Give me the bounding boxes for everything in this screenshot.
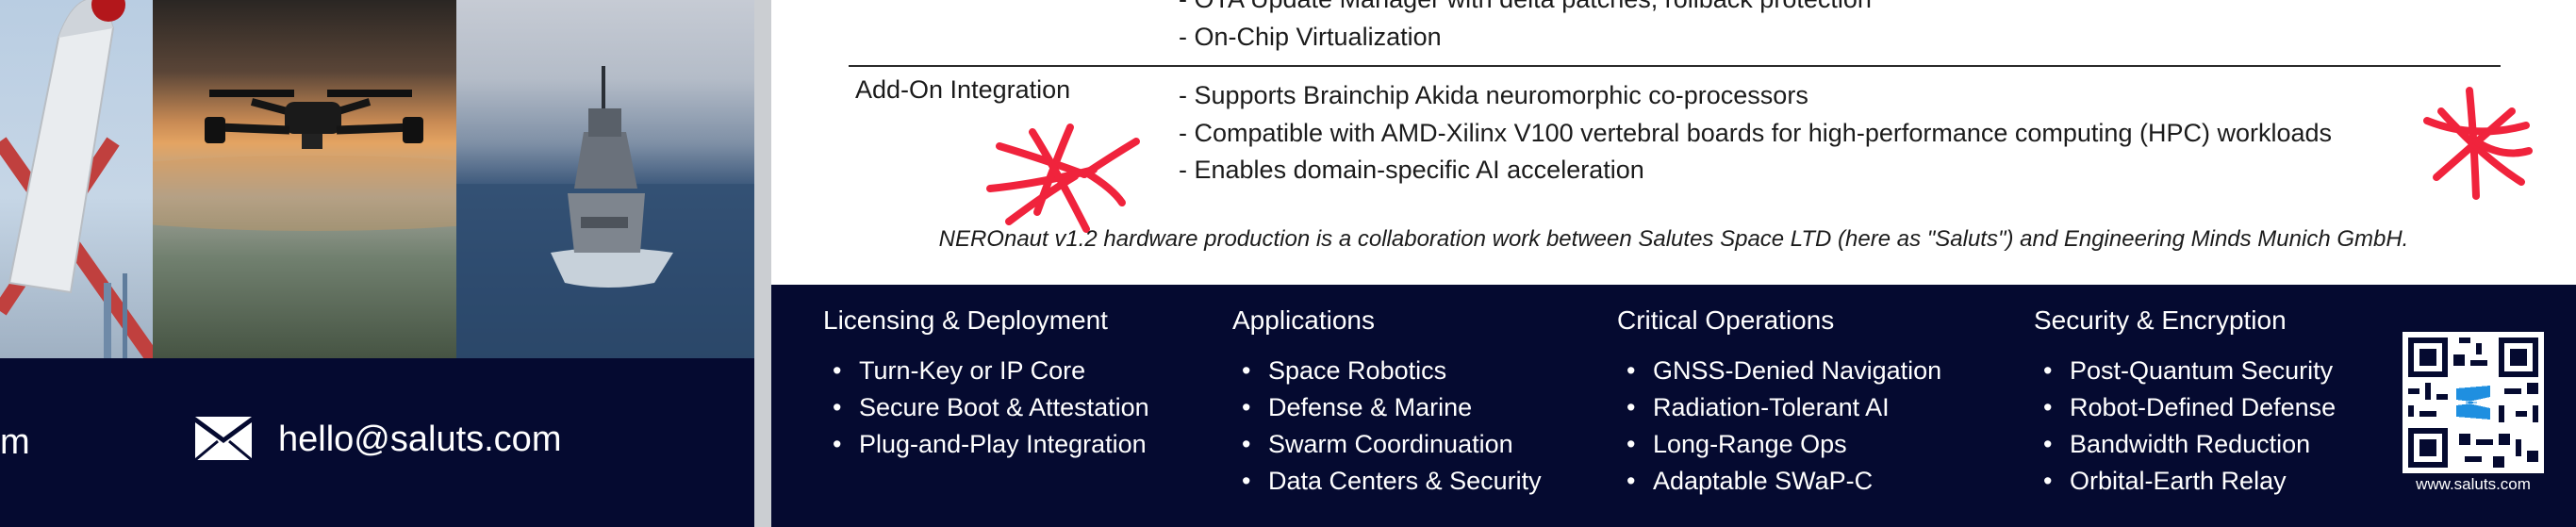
cut-off-contact-text: m bbox=[0, 422, 30, 462]
footer-list: GNSS-Denied Navigation Radiation-Toleran… bbox=[1617, 353, 1941, 500]
qr-caption: www.saluts.com bbox=[2416, 475, 2531, 493]
footer-column-applications: Applications Space Robotics Defense & Ma… bbox=[1232, 305, 1542, 500]
table-divider bbox=[849, 65, 2501, 67]
footer-column-security: Security & Encryption Post-Quantum Secur… bbox=[2034, 305, 2336, 500]
left-footer-band bbox=[0, 358, 754, 527]
red-scribble-mark bbox=[986, 124, 1140, 233]
footer-list-item: Orbital-Earth Relay bbox=[2034, 463, 2336, 500]
footer-list-item: Plug-and-Play Integration bbox=[823, 426, 1149, 463]
page-gutter bbox=[754, 0, 771, 527]
footer-list: Post-Quantum Security Robot-Defined Defe… bbox=[2034, 353, 2336, 500]
missile-photo bbox=[0, 0, 153, 358]
collaboration-note: NEROnaut v1.2 hardware production is a c… bbox=[938, 226, 2409, 252]
footer-list-item: Post-Quantum Security bbox=[2034, 353, 2336, 389]
email-contact[interactable]: hello@saluts.com bbox=[193, 415, 561, 464]
footer-list-item: Bandwidth Reduction bbox=[2034, 426, 2336, 463]
footer-column-licensing: Licensing & Deployment Turn-Key or IP Co… bbox=[823, 305, 1149, 463]
spec-bullet: - Compatible with AMD-Xilinx V100 verteb… bbox=[1179, 119, 2333, 147]
qr-code[interactable] bbox=[2403, 332, 2544, 473]
right-page-panel: - OTA Update Manager with delta patches,… bbox=[771, 0, 2576, 527]
brochure-footer: Licensing & Deployment Turn-Key or IP Co… bbox=[771, 285, 2576, 527]
footer-list-item: Data Centers & Security bbox=[1232, 463, 1542, 500]
footer-list: Space Robotics Defense & Marine Swarm Co… bbox=[1232, 353, 1542, 500]
spec-bullet: - Enables domain-specific AI acceleratio… bbox=[1179, 156, 1644, 184]
footer-column-critical-operations: Critical Operations GNSS-Denied Navigati… bbox=[1617, 305, 1941, 500]
footer-list-item: Secure Boot & Attestation bbox=[823, 389, 1149, 426]
footer-list-item: Long-Range Ops bbox=[1617, 426, 1941, 463]
footer-list-item: GNSS-Denied Navigation bbox=[1617, 353, 1941, 389]
footer-list-item: Robot-Defined Defense bbox=[2034, 389, 2336, 426]
footer-heading: Critical Operations bbox=[1617, 305, 1835, 335]
addon-integration-label: Add-On Integration bbox=[855, 75, 1071, 104]
envelope-icon bbox=[194, 417, 253, 462]
footer-list-item: Turn-Key or IP Core bbox=[823, 353, 1149, 389]
footer-list-item: Space Robotics bbox=[1232, 353, 1542, 389]
footer-list-item: Defense & Marine bbox=[1232, 389, 1542, 426]
footer-list: Turn-Key or IP Core Secure Boot & Attest… bbox=[823, 353, 1149, 463]
footer-heading: Licensing & Deployment bbox=[823, 305, 1108, 335]
left-page-panel: m hello@saluts.com bbox=[0, 0, 754, 527]
footer-list-item: Radiation-Tolerant AI bbox=[1617, 389, 1941, 426]
red-scribble-mark bbox=[2423, 87, 2533, 200]
spec-bullet: - OTA Update Manager with delta patches,… bbox=[1179, 0, 1872, 14]
email-address[interactable]: hello@saluts.com bbox=[278, 419, 562, 459]
spec-bullet: - Supports Brainchip Akida neuromorphic … bbox=[1179, 81, 1808, 109]
footer-heading: Applications bbox=[1232, 305, 1375, 335]
footer-heading: Security & Encryption bbox=[2034, 305, 2287, 335]
spec-bullet: - On-Chip Virtualization bbox=[1179, 23, 1442, 51]
ship-photo bbox=[456, 0, 754, 358]
drone-photo bbox=[153, 0, 456, 358]
footer-list-item: Adaptable SWaP-C bbox=[1617, 463, 1941, 500]
footer-list-item: Swarm Coordinuation bbox=[1232, 426, 1542, 463]
